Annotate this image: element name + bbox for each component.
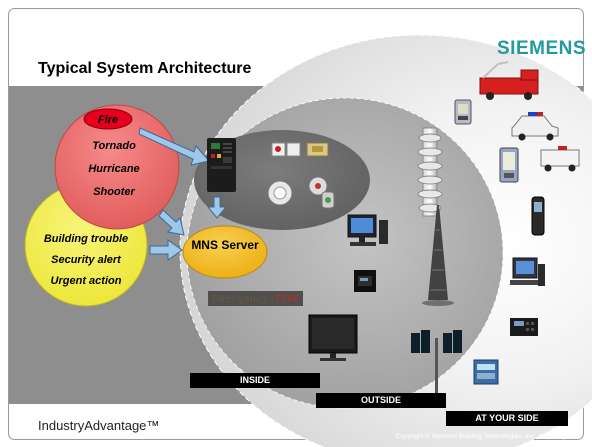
- siren-pole-icon: [411, 330, 462, 396]
- ambulance-icon: [540, 146, 580, 172]
- alert-item-building-trouble: Building trouble: [43, 233, 129, 245]
- mns-server-label: MNS Server: [191, 238, 259, 252]
- detector-icon: [321, 191, 335, 209]
- trigger-item-tornado: Tornado: [92, 140, 136, 152]
- zone-label-at-your-side: AT YOUR SIDE: [446, 411, 568, 426]
- arrow-alert-to-server: [149, 239, 183, 261]
- alert-item-urgent-action: Urgent action: [50, 275, 122, 287]
- outdoor-speaker-icon: [417, 127, 443, 217]
- laptop-desktop-icon: [510, 257, 545, 286]
- fire-truck-icon: [479, 61, 539, 100]
- pda-icon: [499, 147, 519, 183]
- alert-item-security-alert: Security alert: [51, 254, 121, 266]
- zone-label-outside: OUTSIDE: [316, 393, 446, 408]
- mns-server-circle: [182, 225, 268, 279]
- lcd-monitor-icon: [308, 314, 358, 361]
- page-number: Page 36: [553, 433, 578, 440]
- fire-badge: [83, 108, 133, 130]
- industry-advantage-label: IndustryAdvantage™: [38, 418, 160, 433]
- ip-phone-icon: [354, 270, 376, 292]
- siemens-logo[interactable]: SIEMENS: [497, 38, 587, 59]
- arrow-trigger-to-server: [158, 209, 185, 236]
- copyright-footer: Copyright © Siemens Building Technologie…: [300, 433, 578, 440]
- page-title: Typical System Architecture: [38, 60, 252, 77]
- desk-phone-icon: [510, 318, 538, 336]
- police-car-icon: [511, 112, 559, 141]
- led-sign-highlight: FIRE: [275, 294, 301, 305]
- led-sign-text: Emergency:FIRE: [212, 294, 301, 305]
- pager-icon: [454, 99, 472, 125]
- network-device-icon: [473, 359, 499, 385]
- led-sign-icon: [208, 291, 303, 306]
- radio-tower-icon: [422, 205, 454, 306]
- wall-strobes-icon: [271, 142, 301, 157]
- cell-phone-icon: [531, 196, 545, 236]
- desktop-computer-icon: [347, 214, 388, 246]
- trigger-item-shooter: Shooter: [93, 186, 135, 198]
- led-sign-prefix: Emergency:: [212, 294, 276, 305]
- strobe-icon: [308, 176, 328, 196]
- zone-label-inside: INSIDE: [190, 373, 320, 388]
- arrow-panel-to-server: [206, 196, 228, 219]
- fire-alarm-panel-icon: [207, 138, 236, 192]
- smoke-detector-icon: [267, 180, 293, 206]
- fire-label: Fire: [97, 114, 119, 126]
- copyright-text: Copyright © Siemens Building Technologie…: [395, 433, 552, 440]
- trigger-item-hurricane: Hurricane: [88, 163, 140, 175]
- arrows: [138, 127, 228, 261]
- arrow-trigger-to-panel: [138, 127, 210, 166]
- pull-station-icon: [306, 142, 329, 157]
